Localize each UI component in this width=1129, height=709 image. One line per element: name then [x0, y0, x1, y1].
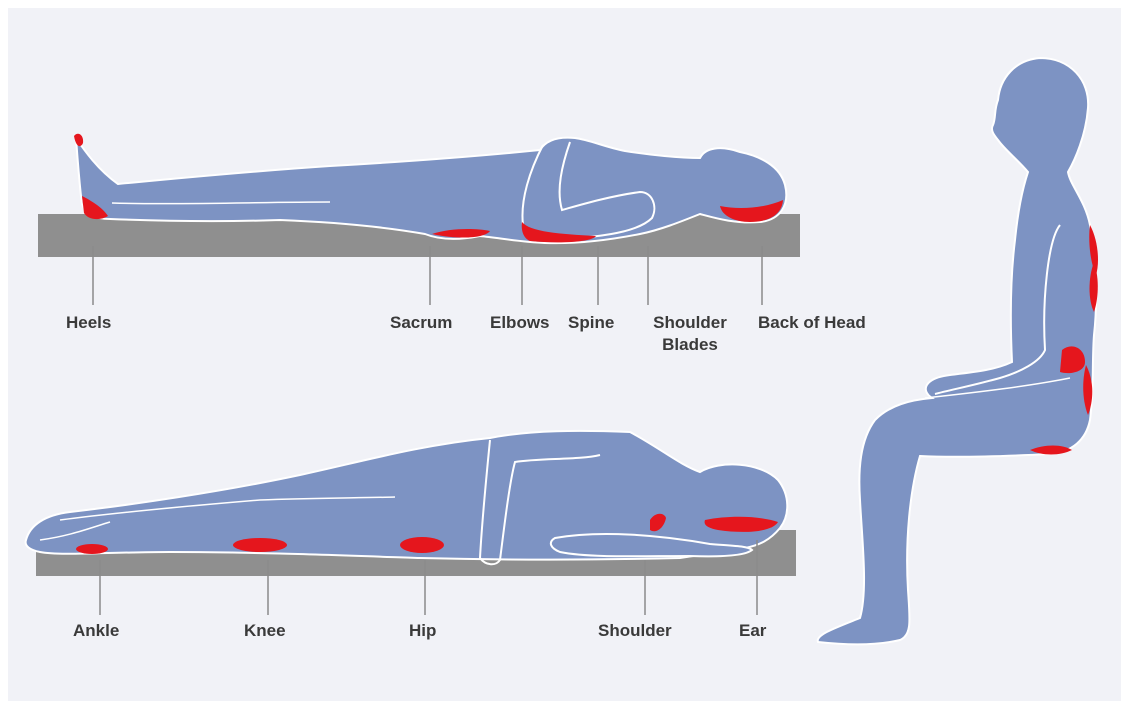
- label-shoulder-blades-line2: Blades: [642, 334, 738, 356]
- heel-toe-pressure: [74, 134, 83, 146]
- label-spine: Spine: [568, 312, 614, 334]
- seated-figure: [818, 58, 1098, 644]
- label-heels: Heels: [66, 312, 111, 334]
- label-knee: Knee: [244, 620, 286, 642]
- label-elbows: Elbows: [490, 312, 550, 334]
- hip-pressure: [400, 537, 444, 553]
- lateral-figure: [26, 431, 796, 615]
- label-ear: Ear: [739, 620, 766, 642]
- label-back-of-head: Back of Head: [758, 312, 866, 334]
- seated-body: [818, 58, 1096, 644]
- label-shoulder-blades-line1: Shoulder: [642, 312, 738, 334]
- label-ankle: Ankle: [73, 620, 119, 642]
- label-sacrum: Sacrum: [390, 312, 452, 334]
- label-shoulder-blades: Shoulder Blades: [642, 312, 738, 356]
- knee-pressure: [233, 538, 287, 552]
- ankle-pressure: [76, 544, 108, 554]
- label-hip: Hip: [409, 620, 436, 642]
- supine-figure: [38, 134, 800, 305]
- label-shoulder: Shoulder: [598, 620, 672, 642]
